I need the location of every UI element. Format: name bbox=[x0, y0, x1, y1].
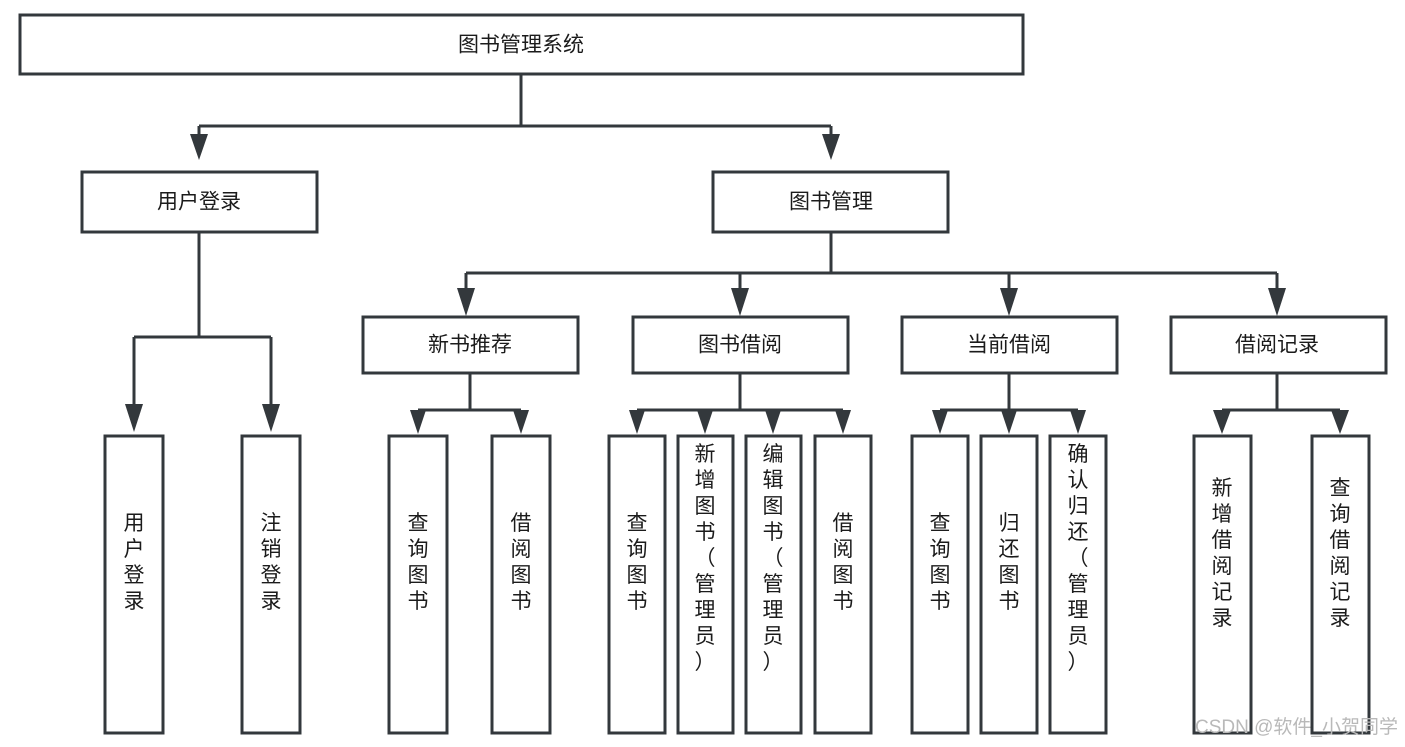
arrow-head-bb-leaf-2 bbox=[697, 410, 713, 434]
node-label-book-borrow: 图书借阅 bbox=[698, 334, 782, 357]
node-new-book-recommend[interactable]: 新书推荐 bbox=[361, 315, 580, 375]
leaf-current-borrow-2[interactable]: 确认归还（管理员） bbox=[1048, 434, 1108, 735]
node-label-leaf-br-0: 新增借阅记录 bbox=[1212, 477, 1233, 630]
node-label-leaf-bb-0: 查询图书 bbox=[627, 512, 648, 613]
node-box-leaf-bb-2[interactable] bbox=[744, 434, 803, 735]
leaf-book-borrow-3[interactable]: 借阅图书 bbox=[813, 434, 873, 735]
node-box-root[interactable] bbox=[18, 13, 1025, 76]
node-user-login[interactable]: 用户登录 bbox=[80, 170, 319, 234]
node-book-borrow[interactable]: 图书借阅 bbox=[631, 315, 850, 375]
node-label-user-login: 用户登录 bbox=[157, 191, 241, 214]
node-box-leaf-user-login-1[interactable] bbox=[240, 434, 302, 735]
leaf-current-borrow-0[interactable]: 查询图书 bbox=[910, 434, 970, 735]
node-box-leaf-bb-3[interactable] bbox=[813, 434, 873, 735]
arrow-head-cb-leaf-2 bbox=[1001, 410, 1017, 434]
node-label-leaf-bb-2: 编辑图书（管理员） bbox=[763, 443, 784, 674]
arrow-head-leaf-user-login bbox=[125, 404, 143, 432]
leaf-user-login-0[interactable]: 用户登录 bbox=[103, 434, 165, 735]
arrow-head-br-leaf-2 bbox=[1331, 410, 1349, 434]
node-label-leaf-cb-1: 归还图书 bbox=[999, 512, 1020, 613]
arrow-head-cb-leaf-3 bbox=[1070, 410, 1086, 434]
arrow-head-br-leaf-1 bbox=[1213, 410, 1231, 434]
leaf-book-borrow-0[interactable]: 查询图书 bbox=[607, 434, 667, 735]
node-label-leaf-user-login-1: 注销登录 bbox=[261, 512, 282, 613]
arrow-head-nbr-leaf-2 bbox=[513, 410, 529, 434]
node-box-leaf-user-login-0[interactable] bbox=[103, 434, 165, 735]
node-box-leaf-cb-2[interactable] bbox=[1048, 434, 1108, 735]
arrow-head-nbr-leaf-1 bbox=[410, 410, 426, 434]
node-box-new-book-recommend[interactable] bbox=[361, 315, 580, 375]
node-label-leaf-cb-2: 确认归还（管理员） bbox=[1068, 443, 1089, 674]
node-box-book-borrow[interactable] bbox=[631, 315, 850, 375]
node-box-leaf-bb-0[interactable] bbox=[607, 434, 667, 735]
node-label-leaf-nbr-1: 借阅图书 bbox=[511, 512, 532, 613]
arrow-head-user-login bbox=[190, 134, 208, 160]
arrow-head-borrow-record bbox=[1268, 288, 1286, 316]
arrow-head-leaf-logout-login bbox=[262, 404, 280, 432]
node-label-leaf-user-login-0: 用户登录 bbox=[124, 512, 145, 613]
node-label-book-management: 图书管理 bbox=[789, 191, 873, 214]
arrow-head-book-borrow bbox=[731, 288, 749, 316]
leaf-borrow-record-0[interactable]: 新增借阅记录 bbox=[1192, 434, 1253, 735]
arrow-head-bb-leaf-3 bbox=[765, 410, 781, 434]
node-box-borrow-record[interactable] bbox=[1169, 315, 1388, 375]
arrow-head-cb-leaf-1 bbox=[932, 410, 948, 434]
node-label-new-book-recommend: 新书推荐 bbox=[428, 334, 512, 357]
leaf-new-book-recommend-1[interactable]: 借阅图书 bbox=[490, 434, 552, 735]
leaf-borrow-record-1[interactable]: 查询借阅记录 bbox=[1310, 434, 1371, 735]
node-box-book-management[interactable] bbox=[711, 170, 950, 234]
arrow-head-bb-leaf-4 bbox=[835, 410, 851, 434]
node-label-borrow-record: 借阅记录 bbox=[1235, 334, 1319, 357]
node-label-root: 图书管理系统 bbox=[458, 34, 584, 57]
connector-layer bbox=[125, 74, 1349, 434]
watermark-label: CSDN @软件_小贺同学 bbox=[1195, 716, 1398, 738]
node-book-management[interactable]: 图书管理 bbox=[711, 170, 950, 234]
node-root-system[interactable]: 图书管理系统 bbox=[18, 13, 1025, 76]
node-borrow-record[interactable]: 借阅记录 bbox=[1169, 315, 1388, 375]
node-box-leaf-nbr-1[interactable] bbox=[490, 434, 552, 735]
node-box-leaf-bb-1[interactable] bbox=[676, 434, 735, 735]
leaf-current-borrow-1[interactable]: 归还图书 bbox=[979, 434, 1039, 735]
node-label-leaf-cb-0: 查询图书 bbox=[930, 512, 951, 613]
node-label-leaf-nbr-0: 查询图书 bbox=[408, 512, 429, 613]
leaf-new-book-recommend-0[interactable]: 查询图书 bbox=[387, 434, 449, 735]
node-box-leaf-br-1[interactable] bbox=[1310, 434, 1371, 735]
node-box-user-login[interactable] bbox=[80, 170, 319, 234]
node-label-leaf-br-1: 查询借阅记录 bbox=[1330, 477, 1351, 630]
node-box-leaf-cb-0[interactable] bbox=[910, 434, 970, 735]
node-box-leaf-cb-1[interactable] bbox=[979, 434, 1039, 735]
leaf-book-borrow-1[interactable]: 新增图书（管理员） bbox=[676, 434, 735, 735]
arrow-head-new-book-recommend bbox=[457, 288, 475, 316]
node-label-leaf-bb-1: 新增图书（管理员） bbox=[695, 443, 716, 674]
node-label-current-borrow: 当前借阅 bbox=[967, 334, 1051, 357]
node-box-leaf-nbr-0[interactable] bbox=[387, 434, 449, 735]
node-box-leaf-br-0[interactable] bbox=[1192, 434, 1253, 735]
arrow-head-bb-leaf-1 bbox=[629, 410, 645, 434]
node-box-current-borrow[interactable] bbox=[900, 315, 1119, 375]
arrow-head-book-mgmt bbox=[822, 134, 840, 160]
leaf-book-borrow-2[interactable]: 编辑图书（管理员） bbox=[744, 434, 803, 735]
leaf-user-login-1[interactable]: 注销登录 bbox=[240, 434, 302, 735]
node-current-borrow[interactable]: 当前借阅 bbox=[900, 315, 1119, 375]
node-label-leaf-bb-3: 借阅图书 bbox=[833, 512, 854, 613]
arrow-head-current-borrow bbox=[1000, 288, 1018, 316]
